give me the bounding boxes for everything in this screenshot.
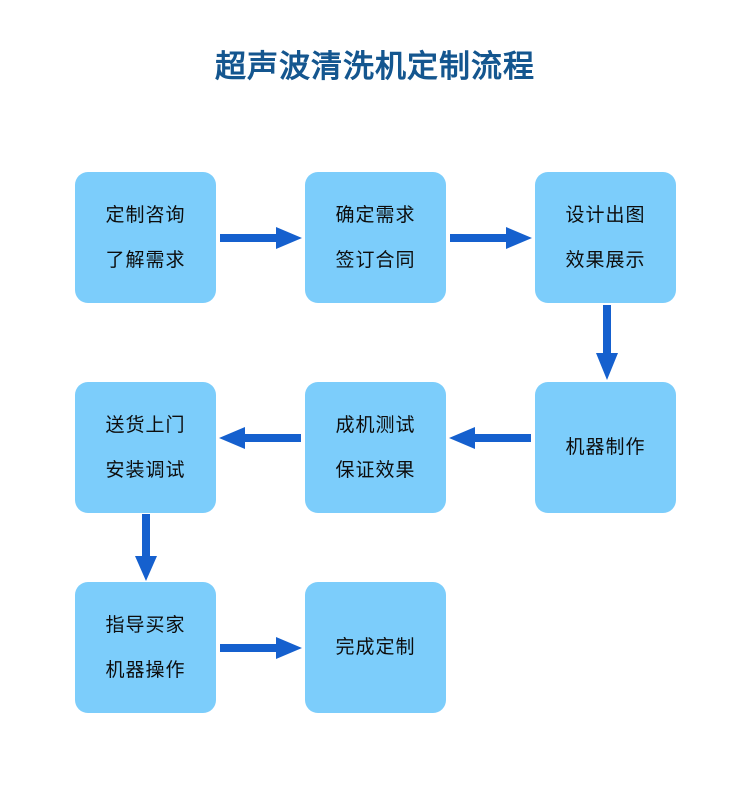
arrow-down-design-to-manufacture <box>594 303 620 382</box>
node-delivery-line-1: 送货上门 <box>105 413 186 436</box>
arrow-left-manufacture-to-testing <box>446 425 535 451</box>
node-testing-line-2: 保证效果 <box>335 458 416 481</box>
node-confirm-line-2: 签订合同 <box>335 248 416 271</box>
node-design-line-2: 效果展示 <box>565 248 646 271</box>
page-title: 超声波清洗机定制流程 <box>215 49 535 85</box>
node-training-line-2: 机器操作 <box>105 658 186 681</box>
node-consult-line-2: 了解需求 <box>105 248 186 271</box>
node-consult[interactable]: 定制咨询 了解需求 <box>75 172 216 303</box>
node-machine-testing[interactable]: 成机测试 保证效果 <box>305 382 446 513</box>
node-training-line-1: 指导买家 <box>105 613 186 636</box>
node-manufacture-line-1: 机器制作 <box>565 436 646 458</box>
node-complete-line-1: 完成定制 <box>335 636 416 658</box>
node-confirm-requirements[interactable]: 确定需求 签订合同 <box>305 172 446 303</box>
node-design-line-1: 设计出图 <box>565 203 646 226</box>
node-confirm-line-1: 确定需求 <box>335 203 416 226</box>
node-complete[interactable]: 完成定制 <box>305 582 446 713</box>
node-delivery-install[interactable]: 送货上门 安装调试 <box>75 382 216 513</box>
node-design-drawing[interactable]: 设计出图 效果展示 <box>535 172 676 303</box>
node-consult-line-1: 定制咨询 <box>105 203 186 226</box>
node-buyer-training[interactable]: 指导买家 机器操作 <box>75 582 216 713</box>
node-manufacture[interactable]: 机器制作 <box>535 382 676 513</box>
arrow-right-confirm-to-design <box>446 225 535 251</box>
arrow-right-consult-to-confirm <box>216 225 305 251</box>
arrow-right-training-to-complete <box>216 635 305 661</box>
arrow-left-testing-to-delivery <box>216 425 305 451</box>
arrow-down-delivery-to-training <box>133 513 159 583</box>
node-testing-line-1: 成机测试 <box>335 413 416 436</box>
node-delivery-line-2: 安装调试 <box>105 458 186 481</box>
